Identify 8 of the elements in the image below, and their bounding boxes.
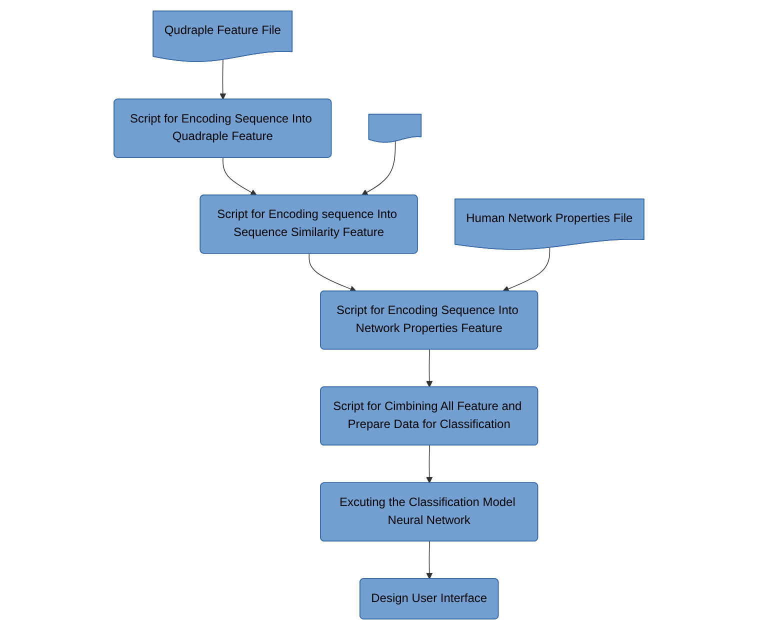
arrow	[361, 141, 396, 196]
arrow	[222, 157, 257, 196]
arrow	[220, 59, 226, 100]
arrow	[308, 253, 356, 292]
arrow	[426, 445, 433, 484]
arrow	[502, 247, 550, 292]
arrow	[426, 349, 433, 388]
arrow	[426, 541, 433, 580]
